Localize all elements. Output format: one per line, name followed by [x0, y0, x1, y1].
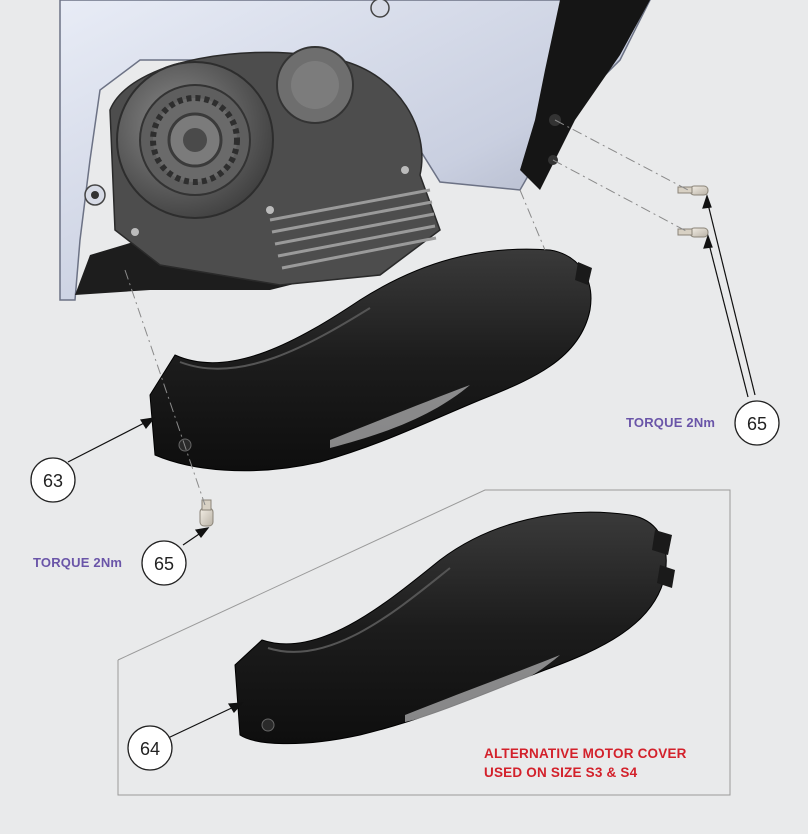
svg-text:65: 65 — [154, 554, 174, 574]
bolt-65-bottom — [199, 499, 214, 527]
alignment-lines — [124, 119, 689, 506]
alt-cover-note: ALTERNATIVE MOTOR COVER USED ON SIZE S3 … — [484, 744, 687, 782]
svg-text:65: 65 — [747, 414, 767, 434]
alt-cover-note-line2: USED ON SIZE S3 & S4 — [484, 765, 638, 780]
alt-cover-note-line1: ALTERNATIVE MOTOR COVER — [484, 746, 687, 761]
callout-65-left: 65 — [141, 540, 187, 586]
svg-text:64: 64 — [140, 739, 160, 759]
callout-63: 63 — [30, 457, 76, 503]
svg-text:63: 63 — [43, 471, 63, 491]
bolt-65-upper — [677, 185, 709, 196]
bolt-65-lower — [677, 227, 709, 238]
motor-cover-64 — [234, 511, 675, 745]
torque-label-right: TORQUE 2Nm — [626, 415, 716, 430]
callout-64: 64 — [127, 725, 173, 771]
motor-unit — [109, 46, 441, 286]
torque-label-left: TORQUE 2Nm — [33, 555, 123, 570]
alt-cover-box — [117, 489, 731, 796]
callout-65-right: 65 — [734, 400, 780, 446]
leader-lines — [67, 194, 756, 739]
